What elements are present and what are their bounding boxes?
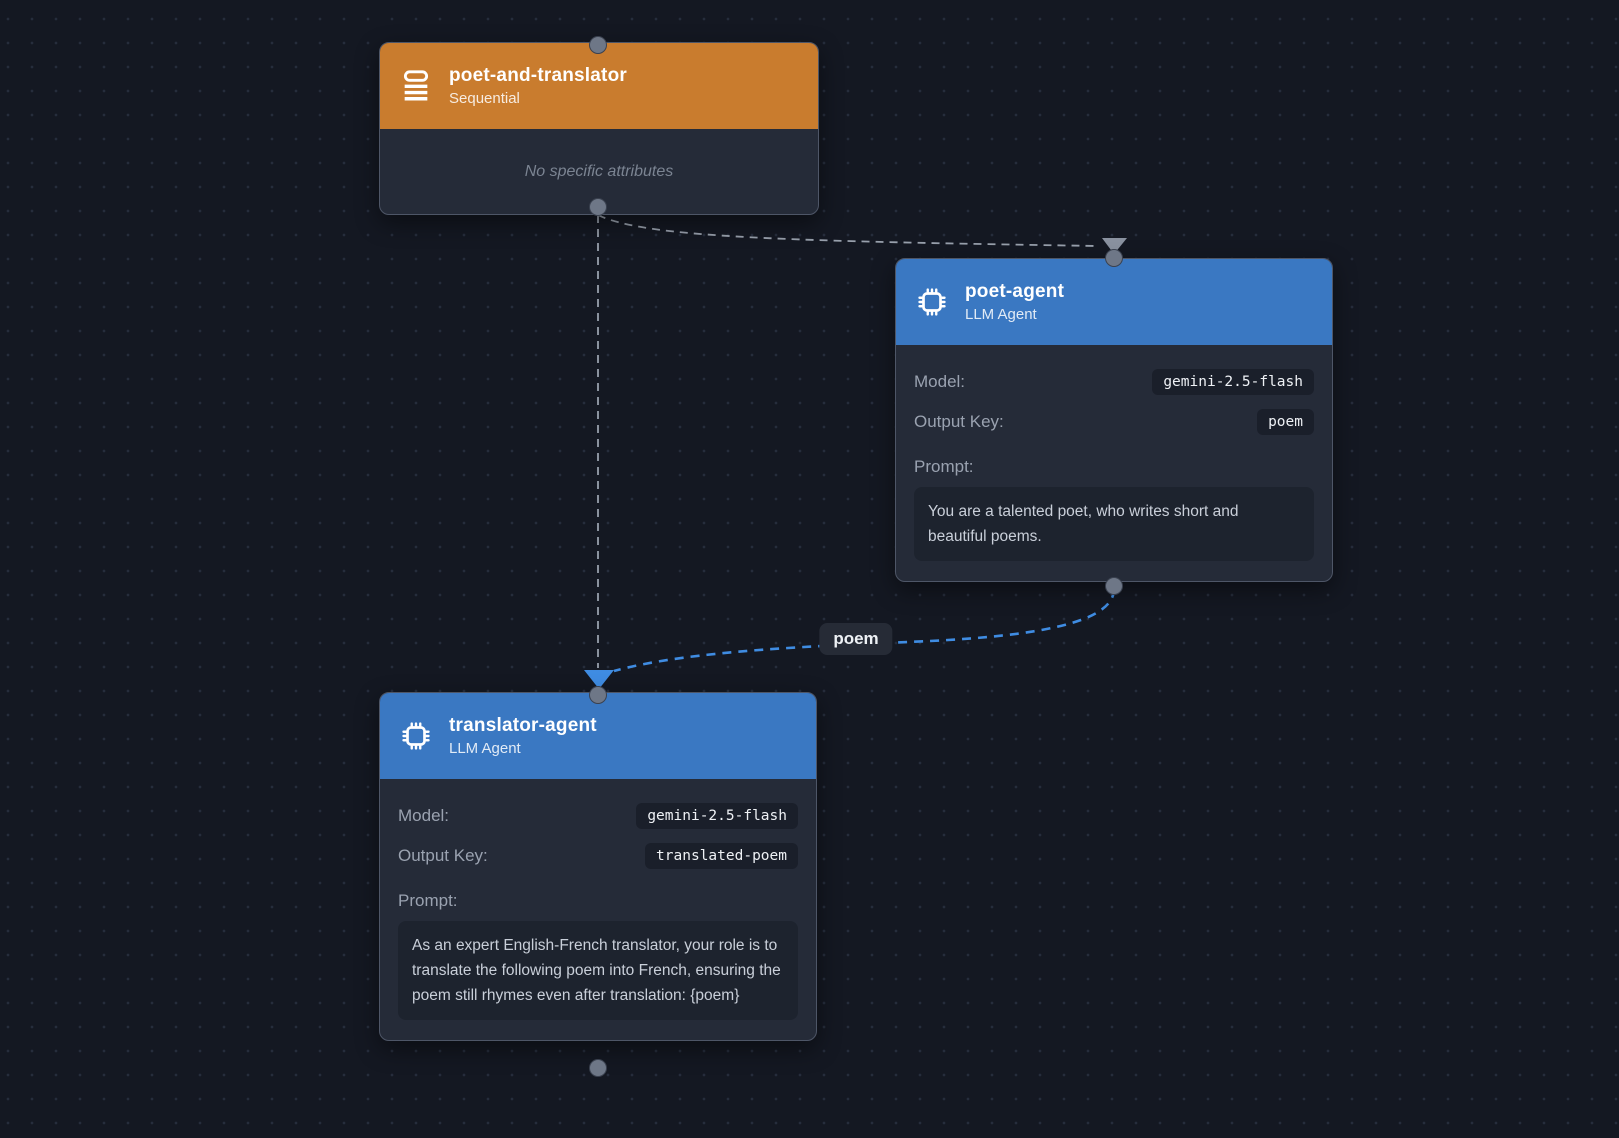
- handle-poet-top[interactable]: [1105, 249, 1123, 267]
- node-title: translator-agent: [449, 714, 597, 736]
- model-field: Model: gemini-2.5-flash: [914, 369, 1314, 395]
- output-key-field: Output Key: translated-poem: [398, 843, 798, 869]
- handle-translator-bottom[interactable]: [589, 1059, 607, 1077]
- prompt-label: Prompt:: [914, 457, 974, 476]
- edge-arrowhead-translator: [584, 670, 614, 689]
- output-key-label: Output Key:: [398, 846, 488, 865]
- node-header[interactable]: translator-agent LLM Agent: [380, 693, 816, 779]
- handle-sequential-top[interactable]: [589, 36, 607, 54]
- model-label: Model:: [398, 806, 450, 825]
- model-value-chip: gemini-2.5-flash: [636, 803, 798, 829]
- prompt-text: You are a talented poet, who writes shor…: [914, 487, 1314, 561]
- node-header[interactable]: poet-and-translator Sequential: [380, 43, 818, 129]
- cpu-chip-icon: [398, 718, 434, 754]
- model-label: Model:: [914, 372, 966, 391]
- node-title: poet-and-translator: [449, 64, 627, 86]
- node-translator-agent[interactable]: translator-agent LLM Agent Model: gemini…: [379, 692, 817, 1041]
- output-key-value-chip: translated-poem: [645, 843, 798, 869]
- edge-label-poem[interactable]: poem: [819, 623, 893, 655]
- node-title: poet-agent: [965, 280, 1065, 302]
- prompt-text: As an expert English-French translator, …: [398, 921, 798, 1020]
- node-poet-and-translator[interactable]: poet-and-translator Sequential No specif…: [379, 42, 819, 215]
- cpu-chip-icon: [914, 284, 950, 320]
- no-attributes-note: No specific attributes: [524, 162, 674, 180]
- output-key-label: Output Key:: [914, 412, 1004, 431]
- node-poet-agent[interactable]: poet-agent LLM Agent Model: gemini-2.5-f…: [895, 258, 1333, 582]
- handle-sequential-bottom[interactable]: [589, 198, 607, 216]
- output-key-field: Output Key: poem: [914, 409, 1314, 435]
- model-value-chip: gemini-2.5-flash: [1152, 369, 1314, 395]
- node-subtitle: Sequential: [449, 89, 520, 107]
- node-header[interactable]: poet-agent LLM Agent: [896, 259, 1332, 345]
- model-field: Model: gemini-2.5-flash: [398, 803, 798, 829]
- sequential-list-icon: [398, 68, 434, 104]
- edge-arrowhead-poet: [1102, 238, 1127, 254]
- edge-poet-to-translator[interactable]: [613, 588, 1116, 673]
- prompt-label: Prompt:: [398, 891, 458, 910]
- handle-translator-top[interactable]: [589, 686, 607, 704]
- handle-poet-bottom[interactable]: [1105, 577, 1123, 595]
- node-subtitle: LLM Agent: [449, 739, 521, 757]
- output-key-value-chip: poem: [1257, 409, 1314, 435]
- node-subtitle: LLM Agent: [965, 305, 1037, 323]
- edge-sequential-to-poet[interactable]: [597, 214, 1099, 247]
